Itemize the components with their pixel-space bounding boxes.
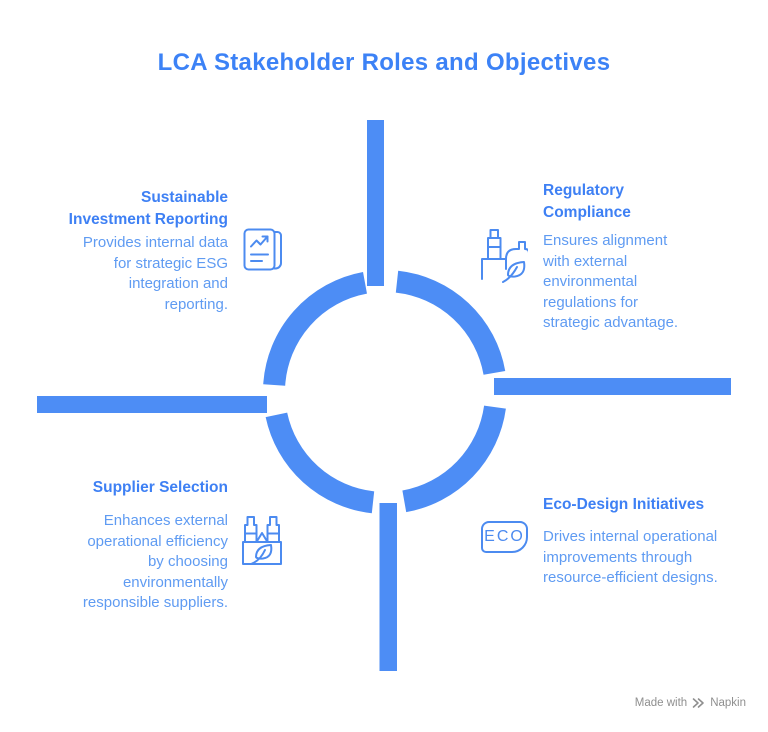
quadrant-bottom-left-heading: Supplier Selection	[92, 479, 228, 496]
connector-bar-bottom	[379, 503, 397, 671]
watermark-prefix: Made with	[634, 697, 688, 709]
watermark: Made with Napkin	[635, 697, 746, 709]
report-trend-document-icon	[243, 228, 282, 271]
quadrant-top-left-heading: Sustainable Investment Reporting	[68, 189, 228, 228]
quadrant-bottom-left-body: Enhances external operational efficiency…	[82, 512, 228, 611]
eco-badge-label: ECO	[484, 528, 525, 545]
napkin-logo-icon	[692, 698, 704, 708]
supplier-factory-leaf-icon	[242, 516, 282, 565]
quadrant-top-right-heading: Regulatory Compliance	[543, 182, 631, 221]
ring-arc-top-left	[263, 271, 368, 386]
watermark-brand: Napkin	[710, 697, 746, 709]
quadrant-top-left-body: Provides internal data for strategic ESG…	[82, 234, 228, 313]
quadrant-top-right-body: Ensures alignment with external environm…	[543, 232, 679, 331]
ring-arc-top-right	[395, 270, 506, 376]
eco-badge-icon: ECO	[481, 521, 528, 553]
connector-bar-left	[37, 396, 267, 413]
eco-factory-leaf-icon	[481, 229, 528, 283]
ring-arc-bottom-left	[265, 412, 375, 514]
connector-bar-top	[367, 120, 384, 286]
connector-bar-right	[494, 378, 731, 395]
page-title: LCA Stakeholder Roles and Objectives	[157, 49, 611, 76]
quadrant-bottom-right-heading: Eco-Design Initiatives	[543, 496, 705, 513]
ring-arc-bottom-right	[402, 405, 506, 513]
quadrant-bottom-right-body: Drives internal operational improvements…	[543, 528, 718, 586]
